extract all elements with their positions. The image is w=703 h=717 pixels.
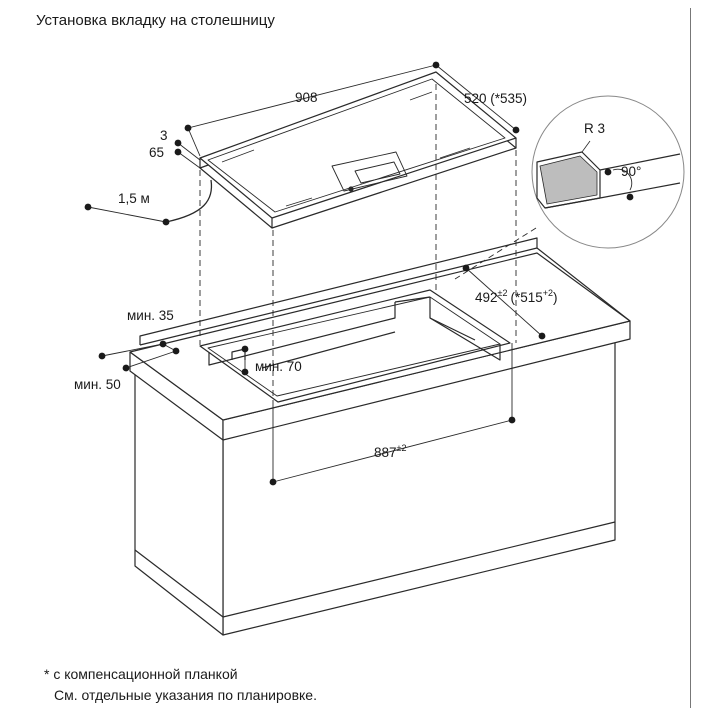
label-depth: 520 (*535): [464, 91, 527, 106]
page-title: Установка вкладку на столешницу: [36, 12, 275, 29]
projection-lines: [199, 84, 537, 402]
footnote-planning: См. отдельные указания по планировке.: [54, 687, 317, 703]
footnote-compensation: * с компенсационной планкой: [44, 666, 238, 682]
label-cable: 1,5 м: [118, 191, 150, 206]
label-min-front: мин. 50: [74, 377, 121, 392]
label-min-side: мин. 70: [255, 359, 302, 374]
power-cable: [165, 179, 213, 223]
dimension-lines: [87, 64, 543, 483]
label-min-back: мин. 35: [127, 308, 174, 323]
label-angle: 90°: [621, 164, 641, 179]
label-width: 908: [295, 90, 318, 105]
cooktop: [199, 71, 517, 229]
label-cutout-width: 887±2: [374, 443, 406, 460]
label-top-thickness: 3: [160, 128, 168, 143]
margin-rule: [690, 8, 691, 708]
cutout: [199, 289, 511, 403]
label-radius: R 3: [584, 121, 605, 136]
label-height: 65: [149, 145, 164, 160]
dimension-dots: [84, 61, 634, 486]
label-cutout-depth: 492±2(*515+2): [475, 288, 558, 305]
